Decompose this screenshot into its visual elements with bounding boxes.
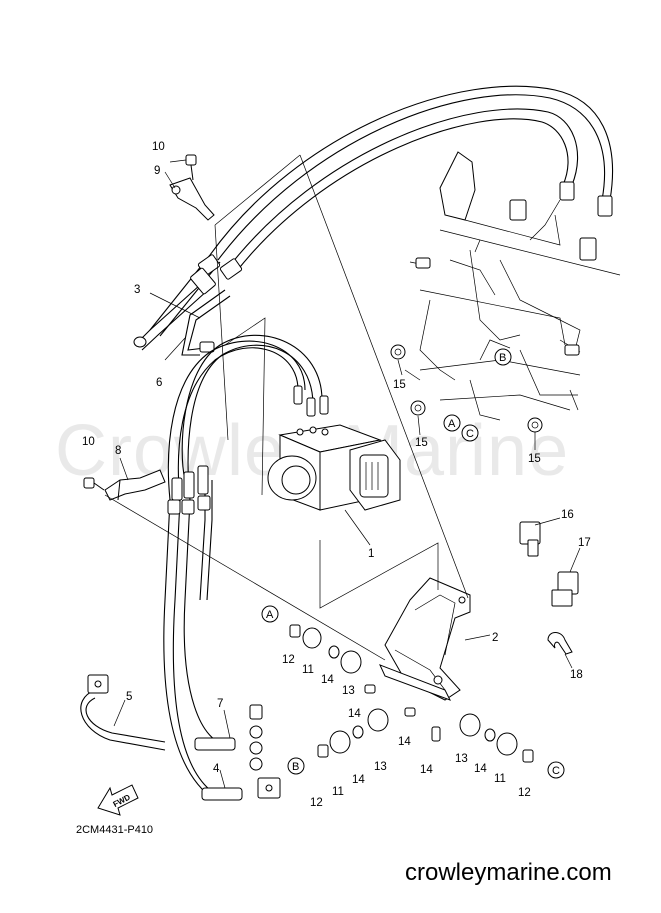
bolt-10-top (185, 154, 197, 181)
nut-15-c (527, 417, 543, 433)
svg-text:B: B (292, 761, 299, 773)
relay-16 (519, 521, 541, 557)
callouts: 1 2 3 4 5 6 7 8 9 10 10 11 11 11 12 12 1… (82, 141, 591, 809)
leader-lines (104, 154, 581, 789)
callout-12-b: 12 (310, 797, 323, 809)
clamp-8 (104, 469, 166, 501)
brake-pipe-3 (133, 267, 216, 351)
callout-15-c: 15 (528, 453, 541, 465)
callout-7: 7 (217, 698, 223, 710)
callout-12-c: 12 (518, 787, 531, 799)
callout-13-b: 13 (374, 761, 387, 773)
callout-15-a: 15 (393, 379, 406, 391)
diagram-code: 2CM4431-P410 (76, 824, 153, 836)
callout-10-left: 10 (82, 436, 95, 448)
brake-hose-upper (149, 85, 614, 337)
callout-11-a: 11 (302, 664, 314, 676)
abs-hose-fittings (167, 385, 329, 515)
callout-14-a: 14 (321, 674, 334, 686)
callout-14-e: 14 (420, 764, 433, 776)
hydraulic-unit-1 (267, 424, 401, 511)
callout-14-c: 14 (398, 736, 411, 748)
brake-pipe-6 (181, 289, 231, 356)
bolt-10-left (83, 477, 105, 491)
abs-hose-loops (163, 334, 323, 801)
ref-marker-c-mount: C (547, 761, 565, 779)
mount-set-b (317, 684, 441, 758)
svg-text:A: A (448, 418, 456, 430)
callout-12-a: 12 (282, 654, 295, 666)
callout-8: 8 (115, 445, 121, 457)
callout-1: 1 (368, 548, 374, 560)
callout-13-a: 13 (342, 685, 355, 697)
callout-5: 5 (126, 691, 132, 703)
hose-fittings-top (197, 181, 613, 280)
callout-18: 18 (570, 669, 583, 681)
ref-marker-b-mount: B (287, 757, 305, 775)
callout-14-d: 14 (352, 774, 365, 786)
callout-9: 9 (154, 165, 160, 177)
callout-13-c: 13 (455, 753, 468, 765)
ref-markers: A A B B C C (261, 348, 565, 779)
site-name: crowleymarine.com (405, 859, 612, 886)
svg-text:C: C (466, 428, 474, 440)
ref-marker-a-mount: A (261, 605, 279, 623)
ref-marker-b-frame: B (494, 348, 512, 366)
callout-14-b: 14 (348, 708, 361, 720)
brake-hose-5 (80, 674, 166, 751)
mount-set-c (459, 713, 534, 763)
clip-18 (547, 632, 573, 655)
mount-set-a (289, 624, 362, 674)
fwd-arrow-icon: FWD (97, 784, 139, 816)
bracket-2 (379, 577, 471, 701)
callout-4: 4 (213, 763, 220, 775)
callout-16: 16 (561, 509, 574, 521)
svg-text:C: C (552, 765, 560, 777)
callout-17: 17 (578, 537, 591, 549)
hose-fitting-7-4 (194, 704, 281, 801)
svg-text:B: B (499, 352, 506, 364)
callout-14-f: 14 (474, 763, 487, 775)
nut-15-a (390, 344, 406, 360)
nut-15-b (410, 400, 426, 416)
clamp-9 (169, 177, 215, 221)
callout-2: 2 (492, 632, 498, 644)
callout-3: 3 (134, 284, 140, 296)
ref-marker-c-frame: C (461, 424, 479, 442)
callout-15-b: 15 (415, 437, 428, 449)
callout-11-b: 11 (332, 786, 344, 798)
relay-17 (551, 571, 579, 607)
callout-6: 6 (156, 377, 162, 389)
frame-assembly (404, 151, 621, 421)
ref-marker-a-frame: A (443, 414, 461, 432)
callout-11-c: 11 (494, 773, 506, 785)
svg-text:A: A (266, 609, 274, 621)
callout-10-top: 10 (152, 141, 165, 153)
